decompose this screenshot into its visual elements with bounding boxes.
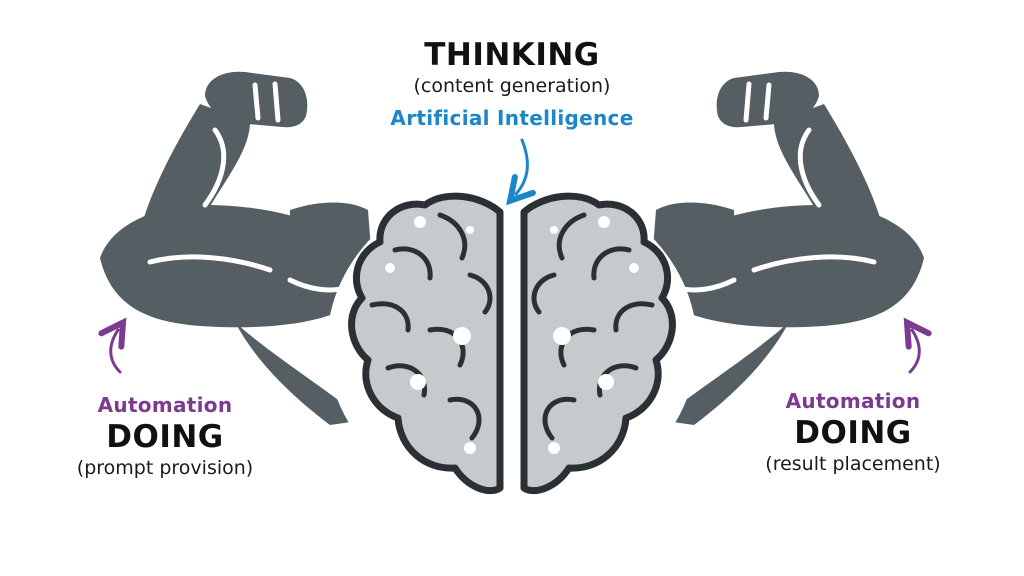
right-flexed-arm-icon — [652, 71, 924, 425]
right-arm-highlights-icon — [676, 81, 877, 293]
left-automation-label: Automation — [97, 393, 233, 417]
right-automation-label: Automation — [785, 389, 921, 413]
ai-arrow-icon — [516, 138, 527, 194]
left-doing-subtitle: (prompt provision) — [76, 457, 254, 479]
ai-label: Artificial Intelligence — [390, 106, 634, 130]
right-doing-subtitle: (result placement) — [765, 453, 941, 475]
left-automation-arrow-icon — [111, 330, 120, 374]
left-flexed-arm-icon — [100, 71, 372, 425]
thinking-subtitle: (content generation) — [413, 75, 611, 97]
thinking-title: THINKING — [424, 37, 600, 73]
right-automation-arrow-icon — [910, 330, 919, 374]
left-doing-title: DOING — [106, 419, 224, 455]
right-doing-title: DOING — [794, 415, 912, 451]
brain-highlights-icon — [385, 216, 639, 454]
